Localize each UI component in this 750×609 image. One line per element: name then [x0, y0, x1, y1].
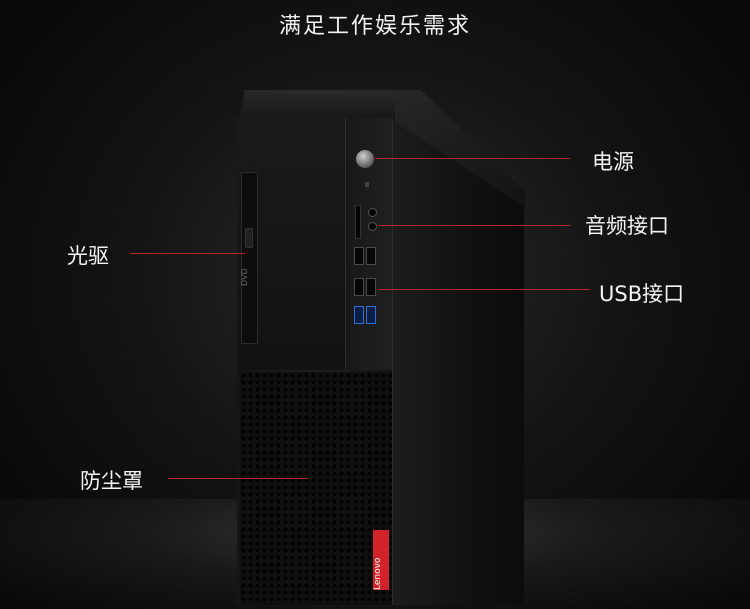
usb-port-icon — [354, 247, 364, 265]
card-reader-slot — [355, 205, 361, 239]
power-button-icon — [356, 150, 374, 168]
power-label: 电源 — [592, 150, 634, 174]
optical-eject-button — [245, 228, 253, 248]
page-title: 满足工作娱乐需求 — [278, 14, 471, 39]
audio-jack-icon — [368, 208, 377, 217]
lenovo-logo — [373, 530, 389, 590]
tower-side-panel — [392, 120, 524, 605]
usb-callout-line — [378, 289, 590, 290]
hdd-led-icon — [365, 182, 369, 187]
tower-top — [240, 90, 395, 120]
optical-callout-line — [130, 253, 245, 254]
audio-label: 音频接口 — [585, 214, 669, 238]
dvd-logo: DVD — [240, 268, 249, 286]
dust-cover-mesh — [240, 372, 392, 605]
usb-port-icon — [354, 278, 364, 296]
brand-text: Lenovo — [373, 557, 383, 590]
usb3-port-icon — [366, 306, 376, 324]
usb-port-icon — [366, 247, 376, 265]
usb-port-icon — [366, 278, 376, 296]
dust-callout-line — [168, 478, 308, 479]
power-callout-line — [375, 158, 570, 159]
optical-drive-label: 光驱 — [67, 244, 109, 268]
audio-callout-line — [378, 225, 570, 226]
usb3-port-icon — [354, 306, 364, 324]
optical-drive-bay — [241, 172, 258, 344]
dust-cover-label: 防尘罩 — [80, 469, 143, 493]
audio-jack-icon — [368, 222, 377, 231]
usb-label: USB接口 — [599, 282, 685, 306]
